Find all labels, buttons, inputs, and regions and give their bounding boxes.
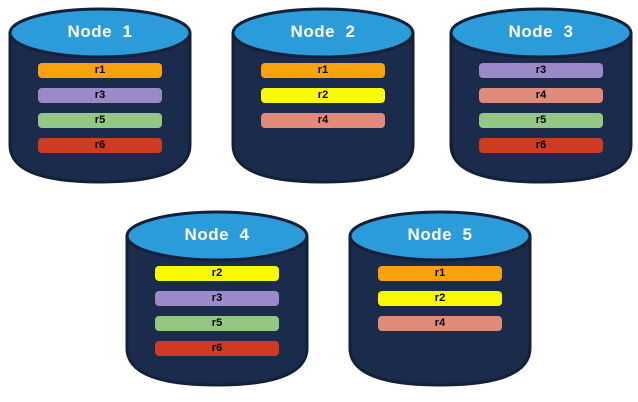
record-list: r1 r3 r5 r6 <box>38 63 162 153</box>
record-list: r1 r2 r4 <box>261 63 385 128</box>
record-list: r2 r3 r5 r6 <box>155 266 279 356</box>
record-bar[interactable]: r6 <box>38 138 162 153</box>
node-title: Node 1 <box>67 22 133 41</box>
node-title: Node 3 <box>508 22 574 41</box>
record-bar[interactable]: r2 <box>155 266 279 281</box>
database-node-5[interactable]: Node 5 r1 r2 r4 <box>347 208 533 388</box>
node-title: Node 5 <box>407 225 473 244</box>
database-node-3[interactable]: Node 3 r3 r4 r5 r6 <box>448 5 634 185</box>
record-bar[interactable]: r5 <box>38 113 162 128</box>
record-bar[interactable]: r4 <box>378 316 502 331</box>
record-bar[interactable]: r5 <box>479 113 603 128</box>
record-list: r1 r2 r4 <box>378 266 502 331</box>
record-bar[interactable]: r1 <box>378 266 502 281</box>
record-bar[interactable]: r4 <box>479 88 603 103</box>
record-bar[interactable]: r3 <box>155 291 279 306</box>
record-bar[interactable]: r2 <box>261 88 385 103</box>
record-bar[interactable]: r3 <box>479 63 603 78</box>
database-node-4[interactable]: Node 4 r2 r3 r5 r6 <box>124 208 310 388</box>
record-bar[interactable]: r2 <box>378 291 502 306</box>
record-bar[interactable]: r1 <box>261 63 385 78</box>
record-bar[interactable]: r5 <box>155 316 279 331</box>
database-node-1[interactable]: Node 1 r1 r3 r5 r6 <box>7 5 193 185</box>
record-bar[interactable]: r3 <box>38 88 162 103</box>
record-list: r3 r4 r5 r6 <box>479 63 603 153</box>
record-bar[interactable]: r6 <box>479 138 603 153</box>
database-node-2[interactable]: Node 2 r1 r2 r4 <box>230 5 416 185</box>
record-bar[interactable]: r6 <box>155 341 279 356</box>
record-bar[interactable]: r4 <box>261 113 385 128</box>
node-title: Node 2 <box>290 22 356 41</box>
record-bar[interactable]: r1 <box>38 63 162 78</box>
node-title: Node 4 <box>184 225 250 244</box>
